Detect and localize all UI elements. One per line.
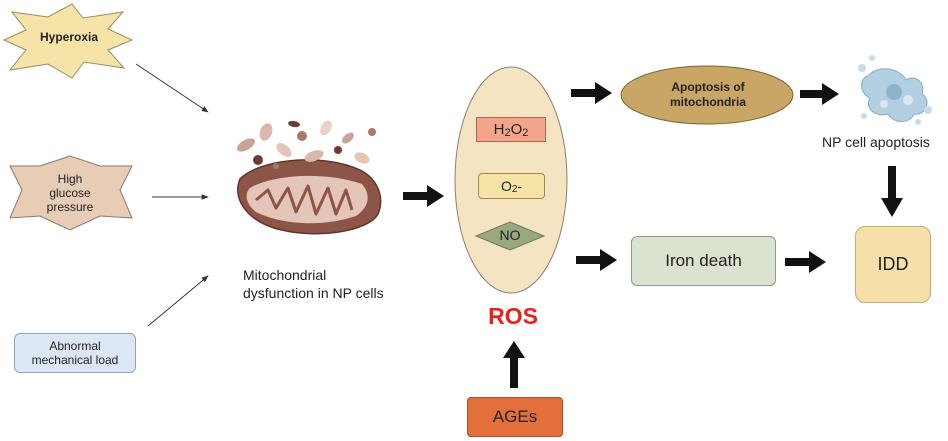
glucose-line-3: pressure xyxy=(46,200,94,214)
apop-line-1: Apoptosis of xyxy=(671,80,745,94)
ros-label: ROS xyxy=(488,303,538,329)
np-cell-apoptosis-icon xyxy=(858,55,932,125)
abnormal-line-1: Abnormal xyxy=(49,339,101,353)
arrow-abnormal xyxy=(147,275,209,327)
ages-box: AGEs xyxy=(467,397,563,437)
arrow-apoptosis-to-np xyxy=(800,83,839,105)
mito-line-1: Mitochondrial xyxy=(243,267,327,283)
glucose-star xyxy=(9,155,133,231)
h2o2-sub1: 2 xyxy=(504,126,511,139)
no-label: NO xyxy=(499,227,521,243)
h2o2-h: H xyxy=(493,121,505,138)
glucose-label: High glucose pressure xyxy=(24,172,116,214)
o2-o: O xyxy=(500,178,512,194)
arrow-ages-to-ros xyxy=(503,341,525,388)
np-cell-apoptosis-label: NP cell apoptosis xyxy=(822,134,930,150)
apoptosis-mito-label: Apoptosis of mitochondria xyxy=(624,80,792,110)
arrow-ros-to-apoptosis xyxy=(571,82,612,104)
mitochondria-icon xyxy=(236,120,382,235)
mito-line-2: dysfunction in NP cells xyxy=(243,285,384,301)
hyperoxia-label: Hyperoxia xyxy=(39,30,99,44)
h2o2-sub2: 2 xyxy=(522,126,529,139)
h2o2-o: O xyxy=(510,121,523,138)
iron-death-box: Iron death xyxy=(631,236,776,286)
apoptosis-ellipse xyxy=(620,65,794,125)
apop-line-2: mitochondria xyxy=(669,95,746,109)
idd-box: IDD xyxy=(855,226,931,303)
o2-sup: - xyxy=(517,178,523,194)
arrow-mito-to-ros xyxy=(403,185,444,207)
mitochondria-label: Mitochondrial dysfunction in NP cells xyxy=(243,266,384,302)
glucose-line-2: glucose xyxy=(49,186,91,200)
arrow-hyperoxia xyxy=(135,63,209,113)
hyperoxia-starburst xyxy=(2,3,134,79)
arrow-np-to-idd xyxy=(881,166,903,217)
o2-sub: 2 xyxy=(511,183,518,195)
abnormal-load-box: Abnormal mechanical load xyxy=(14,333,136,373)
arrow-iron-to-idd xyxy=(785,251,826,273)
glucose-line-1: High xyxy=(57,172,83,186)
no-diamond xyxy=(474,221,546,251)
abnormal-line-2: mechanical load xyxy=(31,353,119,367)
arrow-ros-to-iron xyxy=(576,249,617,271)
